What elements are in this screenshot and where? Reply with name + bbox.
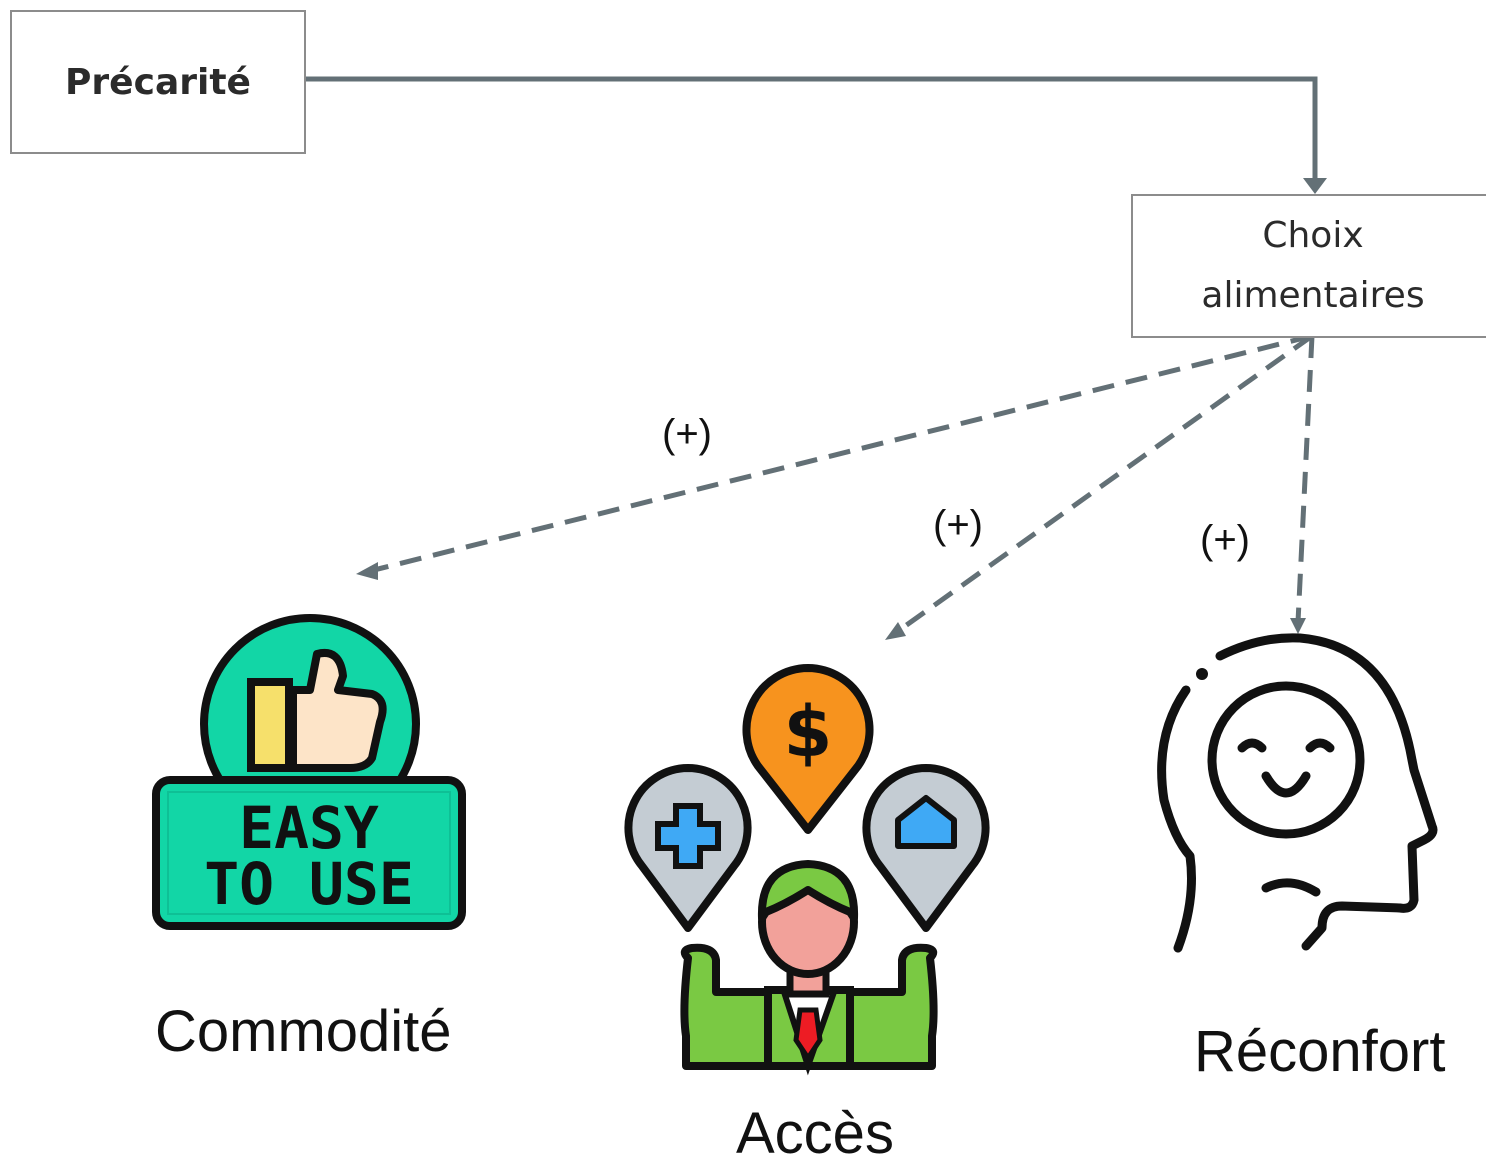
caption-reconfort: Réconfort [1194, 1019, 1446, 1084]
dashed-arrow-to-commodite [365, 333, 1313, 575]
edge-label-commodite: (+) [662, 412, 712, 456]
easy-label-line2: TO USE [204, 850, 414, 918]
easy-label-line1: EASY [239, 794, 379, 862]
edge-label-reconfort: (+) [1200, 518, 1250, 562]
node-precarite-label: Précarité [65, 61, 251, 103]
caption-acces: Accès [736, 1101, 894, 1166]
node-choix-alimentaires: Choix alimentaires [1131, 194, 1486, 338]
node-choix-label-line2: alimentaires [1201, 275, 1425, 316]
dashed-arrow-to-acces [892, 333, 1314, 637]
solid-arrow-precarite-to-choix [303, 76, 1318, 182]
dashed-arrow-to-reconfort [1295, 335, 1315, 623]
dollar-symbol: $ [784, 691, 833, 773]
node-choix-label-line1: Choix [1262, 215, 1364, 256]
caption-commodite: Commodité [155, 999, 452, 1064]
edge-label-acces: (+) [933, 503, 983, 547]
node-precarite: Précarité [10, 10, 306, 154]
solid-arrowhead [1303, 178, 1327, 194]
